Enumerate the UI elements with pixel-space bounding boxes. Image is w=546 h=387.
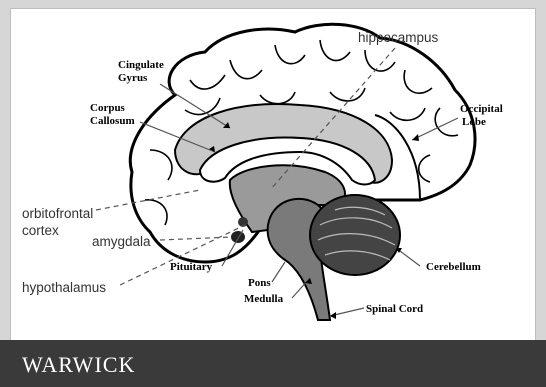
- cerebellum-shape: [310, 195, 400, 275]
- label-spinal-cord: Spinal Cord: [366, 303, 423, 315]
- label-amygdala: amygdala: [92, 234, 151, 249]
- label-medulla: Medulla: [244, 293, 284, 305]
- label-corpus-2: Callosum: [90, 115, 135, 127]
- footer-bar: WARWICK: [0, 340, 546, 387]
- label-occipital-2: Lobe: [462, 116, 486, 128]
- label-cingulate-2: Gyrus: [118, 72, 148, 84]
- label-hypothalamus: hypothalamus: [22, 280, 106, 295]
- label-orbitofrontal-1: orbitofrontal: [22, 206, 93, 221]
- label-cerebellum: Cerebellum: [426, 261, 481, 273]
- warwick-logo: WARWICK: [22, 352, 135, 378]
- label-corpus-1: Corpus: [90, 102, 126, 114]
- label-orbitofrontal-2: cortex: [22, 223, 59, 238]
- label-pons: Pons: [248, 277, 271, 289]
- label-cingulate-1: Cingulate: [118, 59, 164, 71]
- brain-diagram: hippocampus Cingulate Gyrus Corpus Callo…: [0, 0, 546, 340]
- label-occipital-1: Occipital: [460, 103, 503, 115]
- label-pituitary: Pituitary: [170, 261, 213, 273]
- label-hippocampus: hippocampus: [358, 30, 439, 45]
- amygdala-shape: [231, 231, 245, 243]
